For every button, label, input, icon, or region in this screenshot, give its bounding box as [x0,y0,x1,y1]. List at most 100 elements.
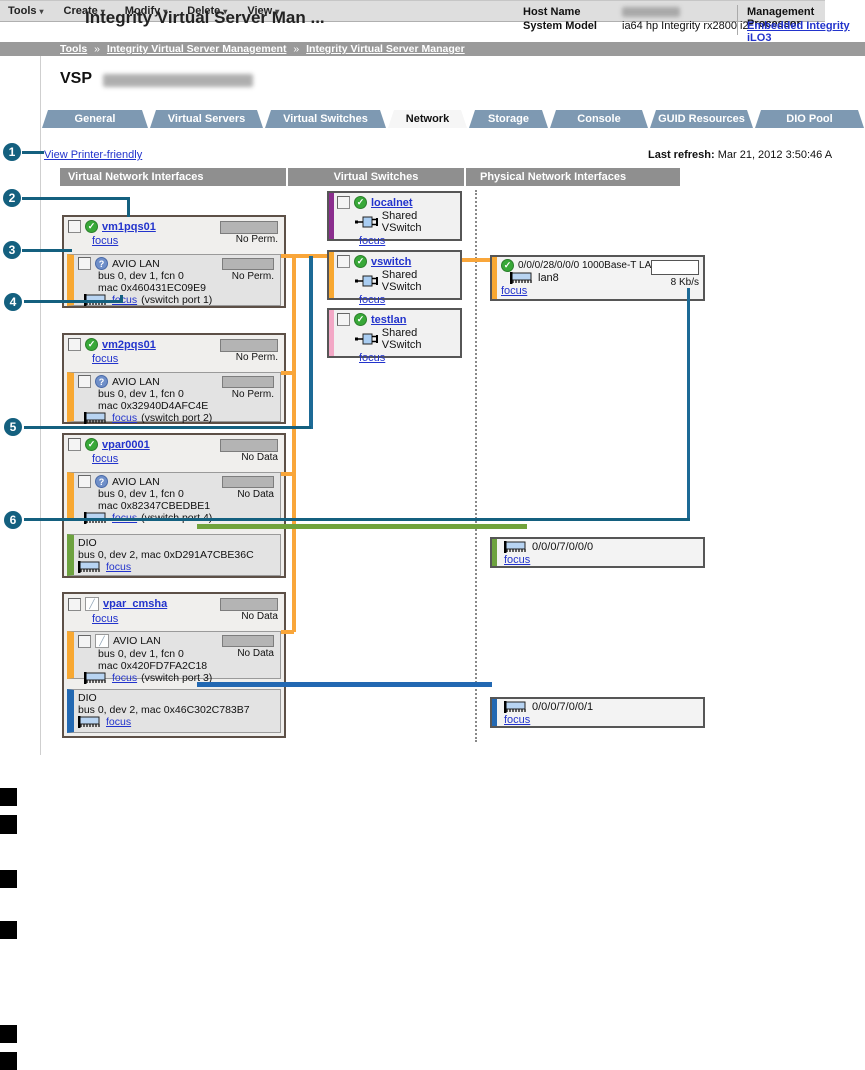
vm-name-link[interactable]: vpar_cmsha [103,598,168,610]
menu-delete[interactable]: Delete▾ [187,5,228,17]
checkbox[interactable] [68,338,81,351]
nic-type: AVIO LAN [113,635,161,647]
redacted-note-marker [0,788,17,806]
focus-link[interactable]: focus [112,672,138,684]
view-printer-friendly-link[interactable]: View Printer-friendly [44,149,143,161]
focus-link[interactable]: focus [504,554,531,566]
vm-card-vm1pqs01: ✓ vm1pqs01 No Perm. focus ? AVIO LAN bus… [62,215,286,308]
nic-bus: bus 0, dev 1, fcn 0 [98,388,184,400]
callout-line-2v [127,197,130,217]
focus-link[interactable]: focus [92,453,119,465]
checkbox[interactable] [78,634,91,648]
menu-modify[interactable]: Modify▾ [124,5,168,17]
utilization-meter [222,258,274,270]
meter-status: No Perm. [235,352,278,363]
host-name-label: Host Name [523,6,581,18]
meter-status: No Data [237,489,274,500]
checkbox[interactable] [78,257,91,270]
focus-link[interactable]: focus [92,353,119,365]
chevron-down-icon: ▾ [39,7,44,16]
checkbox[interactable] [78,475,91,488]
content-margin-line [40,56,41,755]
vswitch-card-localnet: ✓ localnet Shared VSwitch focus [327,191,462,247]
focus-link[interactable]: focus [92,235,119,247]
nic-icon [510,272,532,284]
vswitch-name-link[interactable]: localnet [371,196,413,209]
column-header-virtual-switches: Virtual Switches [288,168,464,186]
vm-name-link[interactable]: vpar0001 [102,438,150,451]
menu-tools[interactable]: Tools▾ [8,5,44,17]
tab-virtual-servers[interactable]: Virtual Servers [150,110,263,128]
focus-link[interactable]: focus [106,716,132,728]
utilization-meter [220,221,278,234]
vm-name-link[interactable]: vm1pqs01 [102,220,156,233]
status-disabled-icon: ╱ [95,634,109,648]
status-ok-icon: ✓ [354,196,367,209]
checkbox[interactable] [337,313,350,326]
focus-link[interactable]: focus [92,613,119,625]
meter-status: No Perm. [235,234,278,245]
vswitch-icon [355,216,378,228]
tab-dio-pool[interactable]: DIO Pool [755,110,864,128]
vswitch-icon [355,275,378,287]
redacted-note-marker [0,921,17,939]
management-processor-link[interactable]: Embedded Integrity iLO3 [747,20,850,44]
callout-line-1 [22,151,44,154]
checkbox[interactable] [68,220,81,233]
callout-line-3 [22,249,72,252]
vswitch-type: Shared VSwitch [381,269,422,293]
vswitch-port-label: (vswitch port 3) [141,672,213,684]
checkbox[interactable] [337,196,350,209]
focus-link[interactable]: focus [112,412,138,424]
focus-link[interactable]: focus [359,352,386,364]
connector-vm2-stub [281,371,294,375]
status-ok-icon: ✓ [354,255,367,268]
tab-network[interactable]: Network [388,110,467,128]
column-header-physical-network-interfaces: Physical Network Interfaces [466,168,680,186]
nic-bus: bus 0, dev 1, fcn 0 [98,488,184,500]
redacted-note-marker [0,1025,17,1043]
vswitch-name-link[interactable]: testlan [371,313,407,326]
menu-create[interactable]: Create▾ [63,5,105,17]
vswitch-name-link[interactable]: vswitch [371,255,412,268]
checkbox[interactable] [68,438,81,451]
focus-link[interactable]: focus [501,285,528,297]
callout-line-2 [22,197,130,200]
nic-mac: mac 0x82347CBEDBE1 [98,500,211,512]
tab-general[interactable]: General [42,110,148,128]
checkbox[interactable] [78,375,91,388]
system-model-value: ia64 hp Integrity rx2800 i2 [622,20,749,32]
focus-link[interactable]: focus [359,235,386,247]
tab-storage[interactable]: Storage [469,110,548,128]
breadcrumb: Tools » Integrity Virtual Server Managem… [0,42,865,56]
focus-link[interactable]: focus [112,294,138,306]
checkbox[interactable] [68,597,81,611]
menu-view[interactable]: View▾ [247,5,280,17]
breadcrumb-manager[interactable]: Integrity Virtual Server Manager [306,43,465,55]
breadcrumb-tools[interactable]: Tools [60,43,88,55]
virtual-physical-separator [475,190,477,742]
focus-link[interactable]: focus [504,714,531,726]
tab-virtual-switches[interactable]: Virtual Switches [265,110,386,128]
checkbox[interactable] [337,255,350,268]
focus-link[interactable]: focus [359,294,386,306]
focus-link[interactable]: focus [106,561,132,573]
meter-status: No Data [241,611,278,622]
vm-name-link[interactable]: vm2pqs01 [102,338,156,351]
callout-line-6 [24,518,690,521]
nic-icon [84,412,106,424]
tab-console[interactable]: Console [550,110,648,128]
bandwidth-meter [651,260,699,275]
breadcrumb-ivsm[interactable]: Integrity Virtual Server Management [106,43,287,55]
column-header-virtual-network-interfaces: Virtual Network Interfaces [60,168,286,186]
system-model-label: System Model [523,20,597,32]
status-ok-icon: ✓ [85,220,98,233]
chevron-down-icon: ▾ [163,7,168,16]
redacted-note-marker [0,1052,17,1070]
dio-title: DIO [78,692,97,704]
callout-1: 1 [3,143,21,161]
tab-guid-resources[interactable]: GUID Resources [650,110,753,128]
status-ok-icon: ✓ [85,338,98,351]
app-title: Integrity Virtual Server Man ... [85,8,325,27]
callout-5: 5 [4,418,22,436]
